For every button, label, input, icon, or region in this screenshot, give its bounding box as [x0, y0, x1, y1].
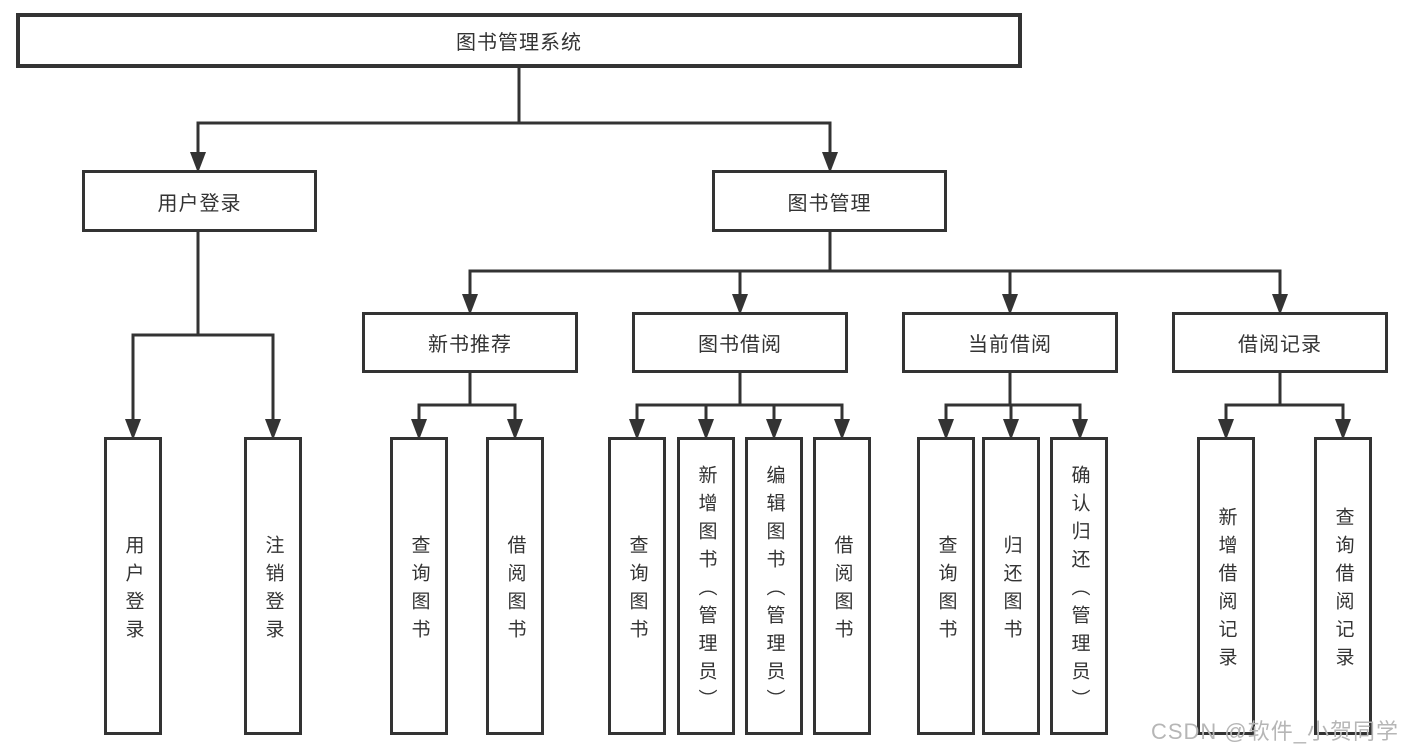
- node-new-book-recommend: 新书推荐: [362, 312, 578, 373]
- watermark: CSDN @软件_小贺同学: [1150, 719, 1399, 744]
- leaf-query-books-current: 查询图书: [917, 437, 975, 735]
- node-book-management: 图书管理: [712, 170, 947, 232]
- leaf-add-book-admin: 新增图书（管理员）: [677, 437, 735, 735]
- leaf-add-borrow-record: 新增借阅记录: [1197, 437, 1255, 735]
- node-book-borrow: 图书借阅: [632, 312, 848, 373]
- leaf-edit-book-admin: 编辑图书（管理员）: [745, 437, 803, 735]
- leaf-user-login: 用户登录: [104, 437, 162, 735]
- leaf-borrow-books: 借阅图书: [813, 437, 871, 735]
- node-library-system: 图书管理系统: [16, 13, 1022, 68]
- node-user-login: 用户登录: [82, 170, 317, 232]
- leaf-logout: 注销登录: [244, 437, 302, 735]
- node-borrow-records: 借阅记录: [1172, 312, 1388, 373]
- leaf-confirm-return-admin: 确认归还（管理员）: [1050, 437, 1108, 735]
- leaf-query-borrow-record: 查询借阅记录: [1314, 437, 1372, 735]
- leaf-query-books-borrow: 查询图书: [608, 437, 666, 735]
- node-current-borrow: 当前借阅: [902, 312, 1118, 373]
- leaf-return-books: 归还图书: [982, 437, 1040, 735]
- leaf-query-books-recommend: 查询图书: [390, 437, 448, 735]
- leaf-borrow-books-recommend: 借阅图书: [486, 437, 544, 735]
